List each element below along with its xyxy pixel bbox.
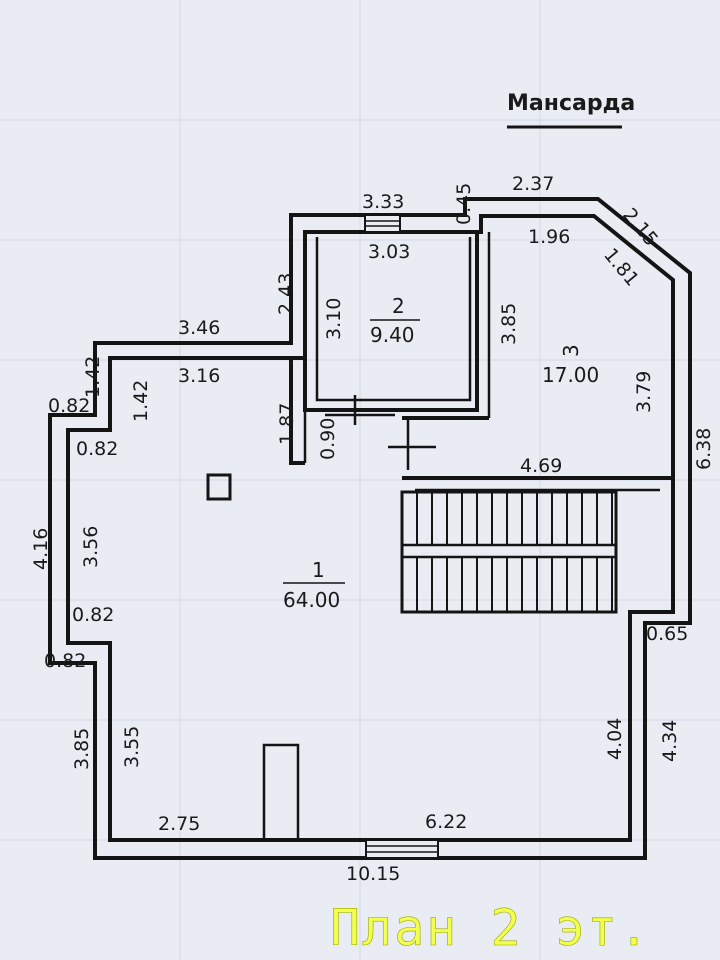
dim-1-42-a: 1.42 <box>82 356 104 398</box>
dim-0-90: 0.90 <box>317 418 339 460</box>
room-2-inner-line <box>315 237 472 402</box>
dim-4-16: 4.16 <box>30 528 52 570</box>
dim-3-03: 3.03 <box>368 241 410 263</box>
dim-1-87: 1.87 <box>276 403 298 445</box>
dim-3-16: 3.16 <box>178 365 220 387</box>
dim-1-42-b: 1.42 <box>130 380 152 422</box>
chimney <box>206 473 232 501</box>
dim-3-85-b: 3.85 <box>71 728 93 770</box>
room-3-area: 17.00 <box>542 363 599 387</box>
partition-wall <box>289 358 305 465</box>
dim-2-75: 2.75 <box>158 813 200 835</box>
dim-1-96: 1.96 <box>528 226 570 248</box>
dim-2-43: 2.43 <box>275 273 297 315</box>
stairs <box>400 490 618 614</box>
dim-3-85-a: 3.85 <box>498 303 520 345</box>
room-2-label: 2 9.40 <box>370 294 420 347</box>
door-marks <box>325 395 436 470</box>
dim-6-22: 6.22 <box>425 811 467 833</box>
room-1-area: 64.00 <box>283 588 340 612</box>
bottom-window <box>365 839 439 859</box>
room-2-number: 2 <box>392 294 405 318</box>
dim-10-15: 10.15 <box>346 863 400 885</box>
dim-3-33: 3.33 <box>362 191 404 213</box>
room-3-number: 3 <box>559 344 583 357</box>
dim-0-82-a: 0.82 <box>48 395 90 417</box>
dim-0-82-b: 0.82 <box>76 438 118 460</box>
room-2-area: 9.40 <box>370 323 415 347</box>
dim-3-55: 3.55 <box>121 726 143 768</box>
dim-3-79: 3.79 <box>633 371 655 413</box>
dim-0-45: 0.45 <box>453 183 475 225</box>
dim-3-10: 3.10 <box>323 298 345 340</box>
dim-3-46: 3.46 <box>178 317 220 339</box>
dim-2-37: 2.37 <box>512 173 554 195</box>
room-1-label: 1 64.00 <box>283 558 345 612</box>
dim-4-34: 4.34 <box>659 720 681 762</box>
room-1-number: 1 <box>312 558 325 582</box>
dim-6-38: 6.38 <box>693 428 715 470</box>
dim-4-69: 4.69 <box>520 455 562 477</box>
plan-footer: План 2 эт. <box>330 899 651 957</box>
dim-3-56: 3.56 <box>80 526 102 568</box>
dim-0-65: 0.65 <box>646 623 688 645</box>
dim-0-82-c: 0.82 <box>72 604 114 626</box>
plan-title: Мансарда <box>507 91 635 116</box>
stair-treads <box>416 492 613 612</box>
outer-wall <box>48 197 692 860</box>
dim-0-82-d: 0.82 <box>44 650 86 672</box>
dim-4-04: 4.04 <box>604 718 626 760</box>
room-3-label: 3 17.00 <box>542 344 599 387</box>
stair-opening <box>262 743 300 842</box>
top-window <box>364 214 401 233</box>
